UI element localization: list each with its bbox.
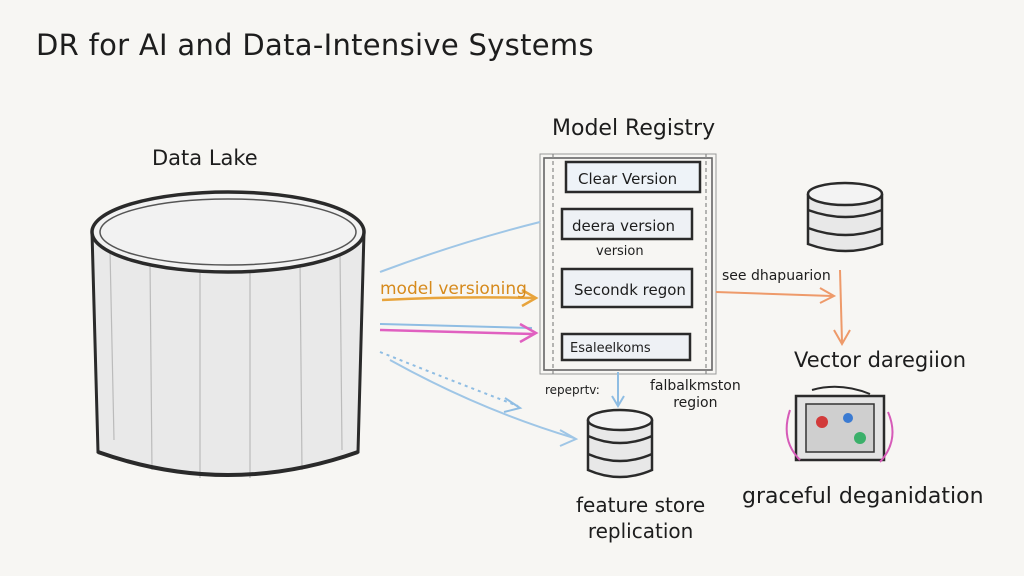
vector-database [806,181,884,253]
arrow-model-versioning [381,288,539,308]
arrow-to-feature-store [389,359,625,447]
vector-label: Vector daregiion [794,348,967,372]
registry-entry-note: version [596,244,644,259]
data-lake-label: Data Lake [152,146,258,170]
registry-entry: Secondk regon [574,281,686,299]
registry-entry: Esaleelkoms [570,341,651,356]
fallback-label-line1: falbalkmston [650,378,741,394]
feature-store-line2: replication [587,519,694,543]
arrow-blue-upper [379,221,541,273]
diagram-title: DR for AI and Data-Intensive Systems [36,28,594,62]
arrow-registry-right [715,269,851,347]
degradation-device [785,385,894,463]
replication-arrow-label: repeprtv: [545,383,600,397]
arrow-pink [379,322,539,344]
fallback-label: falbalkmston region [650,378,741,412]
model-versioning-label: model versioning [380,279,527,299]
arrow-dotted-blue [379,351,523,413]
model-registry-label: Model Registry [552,116,716,141]
see-label: see dhapuarion [722,268,831,284]
feature-store-database [586,408,654,479]
data-lake-cylinder [90,190,366,478]
fallback-label-line2: region [673,395,718,411]
registry-entry: Clear Version [578,170,678,188]
degradation-label: graceful deganidation [742,484,984,509]
feature-store-line1: feature store [576,493,706,517]
model-registry-panel [539,153,717,375]
registry-entry: deera version [572,217,676,235]
feature-store-label: feature store replication [576,492,705,544]
